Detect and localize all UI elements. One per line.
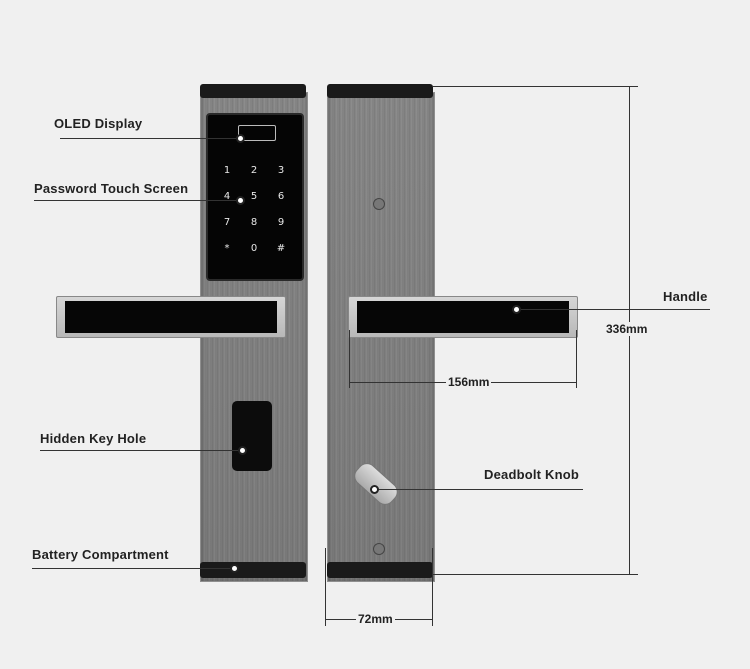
back-top-cap — [327, 84, 433, 98]
bottom-screw — [373, 543, 385, 555]
oled-display — [238, 125, 276, 141]
key-hole-cover — [232, 401, 272, 471]
keypad-key: 6 — [277, 191, 285, 202]
keypad-key: * — [224, 243, 230, 254]
back-handle — [348, 296, 578, 338]
label-password-touch-screen: Password Touch Screen — [34, 181, 189, 196]
keypad-key: # — [276, 243, 286, 254]
keypad-key: 2 — [250, 165, 258, 176]
label-handle: Handle — [663, 289, 708, 304]
label-hidden-key-hole: Hidden Key Hole — [40, 431, 147, 446]
keypad-key: 9 — [277, 217, 285, 228]
dim-width: 72mm — [356, 612, 395, 626]
top-screw — [373, 198, 385, 210]
keypad-key: 8 — [250, 217, 258, 228]
label-deadbolt-knob: Deadbolt Knob — [484, 467, 580, 482]
touch-screen: 1 2 3 4 5 6 7 8 9 * 0 # — [206, 113, 304, 281]
front-bottom-cap — [200, 562, 306, 578]
keypad-key: 4 — [223, 191, 231, 202]
keypad-key: 7 — [223, 217, 231, 228]
label-oled-display: OLED Display — [54, 116, 143, 131]
keypad-key: 3 — [277, 165, 285, 176]
keypad-key: 0 — [250, 243, 258, 254]
label-battery-compartment: Battery Compartment — [32, 547, 169, 562]
front-top-cap — [200, 84, 306, 98]
keypad-key: 1 — [223, 165, 231, 176]
front-handle — [56, 296, 286, 338]
dim-height: 336mm — [604, 322, 650, 336]
keypad-key: 5 — [250, 191, 258, 202]
dim-handle-length: 156mm — [446, 375, 492, 389]
back-bottom-cap — [327, 562, 433, 578]
